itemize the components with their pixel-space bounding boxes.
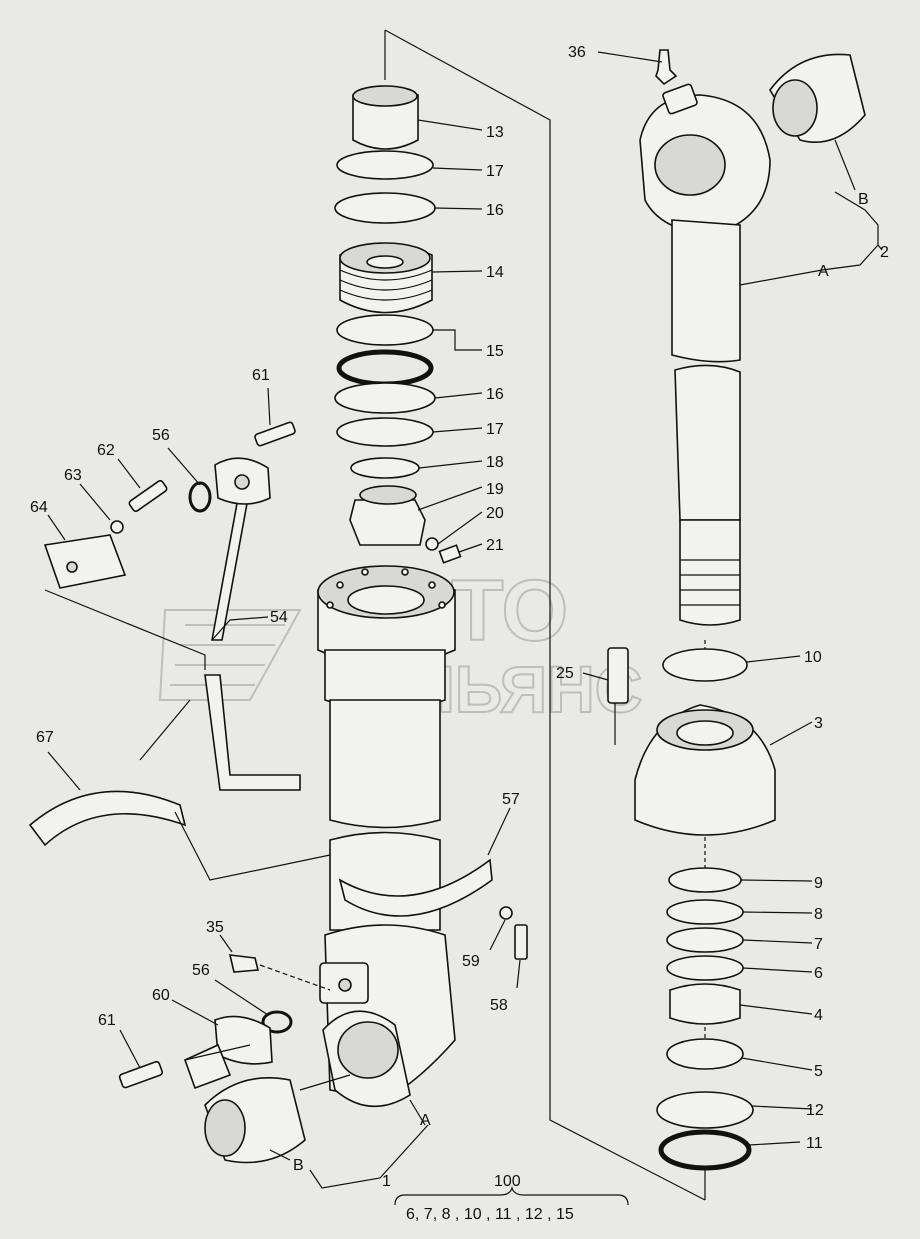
part-11-shape xyxy=(658,1129,752,1171)
part-62-bolt xyxy=(128,479,168,513)
callout-36: 36 xyxy=(568,44,586,61)
part-16-shape xyxy=(334,192,436,224)
callout-58: 58 xyxy=(490,997,508,1014)
callout-61-top: 61 xyxy=(252,367,270,384)
leader-lines xyxy=(44,51,883,1206)
part-35-fitting xyxy=(228,954,260,973)
part-57-clamp xyxy=(338,858,493,917)
callout-4: 4 xyxy=(814,1007,823,1024)
part-18-shape xyxy=(350,457,420,479)
part-60-flange xyxy=(214,1015,273,1065)
piston-rod xyxy=(639,49,866,626)
callout-16b: 16 xyxy=(486,386,504,403)
part-58-bolt xyxy=(514,924,528,960)
callout-B-bottom: B xyxy=(293,1157,304,1174)
callout-10: 10 xyxy=(804,649,822,666)
callout-12: 12 xyxy=(806,1102,824,1119)
callout-56-bottom: 56 xyxy=(192,962,210,979)
callout-21: 21 xyxy=(486,537,504,554)
callout-16: 16 xyxy=(486,202,504,219)
part-61-bolt-bottom xyxy=(118,1060,164,1089)
callout-63: 63 xyxy=(64,467,82,484)
callout-14: 14 xyxy=(486,264,504,281)
part-10-shape xyxy=(662,648,748,682)
callout-67: 67 xyxy=(36,729,54,746)
part-56-oring-top xyxy=(188,481,212,513)
callout-19: 19 xyxy=(486,481,504,498)
callout-62: 62 xyxy=(97,442,115,459)
callout-17b: 17 xyxy=(486,421,504,438)
cylinder-tube xyxy=(317,565,456,1108)
part-20-ball xyxy=(425,537,439,551)
callout-5: 5 xyxy=(814,1063,823,1080)
callout-35: 35 xyxy=(206,919,224,936)
callout-54: 54 xyxy=(270,609,288,626)
assembly-contents: 6, 7, 8 , 10 , 11 , 12 , 15 xyxy=(406,1206,574,1223)
part-17-shape xyxy=(336,150,434,180)
part-15-ring-a xyxy=(336,314,434,346)
part-61-bolt-top xyxy=(254,421,296,447)
part-67-clamp xyxy=(28,790,187,847)
part-12-shape xyxy=(656,1091,754,1129)
piston-stack xyxy=(334,85,462,564)
callout-6: 6 xyxy=(814,965,823,982)
callout-18: 18 xyxy=(486,454,504,471)
callout-25: 25 xyxy=(556,665,574,682)
part-8-shape xyxy=(666,899,744,925)
callout-1: 1 xyxy=(382,1173,391,1190)
callout-3: 3 xyxy=(814,715,823,732)
callout-15: 15 xyxy=(486,343,504,360)
part-16b-shape xyxy=(334,382,436,414)
part-64-clamp xyxy=(43,534,127,589)
callout-59: 59 xyxy=(462,953,480,970)
gland-assembly xyxy=(607,647,776,1171)
part-4-shape xyxy=(669,983,741,1025)
callout-60: 60 xyxy=(152,987,170,1004)
watermark-logo xyxy=(158,609,302,701)
pipe-assembly xyxy=(28,421,528,1164)
callout-2: 2 xyxy=(880,244,889,261)
callout-20: 20 xyxy=(486,505,504,522)
callout-labels: 36 13 17 16 14 15 16 17 18 19 20 21 61 5… xyxy=(30,44,889,1223)
callout-A-bottom: A xyxy=(420,1112,431,1129)
callout-11: 11 xyxy=(806,1135,823,1152)
callout-64: 64 xyxy=(30,499,48,516)
part-36-grease-fitting xyxy=(655,49,678,86)
callout-7: 7 xyxy=(814,936,823,953)
callout-B-top: B xyxy=(858,191,869,208)
assembly-number: 100 xyxy=(494,1173,521,1190)
part-17b-shape xyxy=(336,417,434,447)
part-19-nut xyxy=(349,499,426,546)
callout-61-bottom: 61 xyxy=(98,1012,116,1029)
part-59-washer xyxy=(499,906,513,920)
part-15-ring-b xyxy=(336,349,434,387)
part-5-shape xyxy=(666,1038,744,1070)
part-6-shape xyxy=(666,955,744,981)
part-7-shape xyxy=(666,927,744,953)
part-63-washer xyxy=(110,520,124,534)
callout-A-top: A xyxy=(818,263,829,280)
part-21-screw xyxy=(438,544,462,564)
callout-56-top: 56 xyxy=(152,427,170,444)
part-56-oring-bottom xyxy=(261,1010,293,1034)
callout-13: 13 xyxy=(486,124,504,141)
part-25-bolt xyxy=(607,647,629,704)
part-9-shape xyxy=(668,867,742,893)
callout-8: 8 xyxy=(814,906,823,923)
callout-9: 9 xyxy=(814,875,823,892)
callout-57: 57 xyxy=(502,791,520,808)
callout-17: 17 xyxy=(486,163,504,180)
